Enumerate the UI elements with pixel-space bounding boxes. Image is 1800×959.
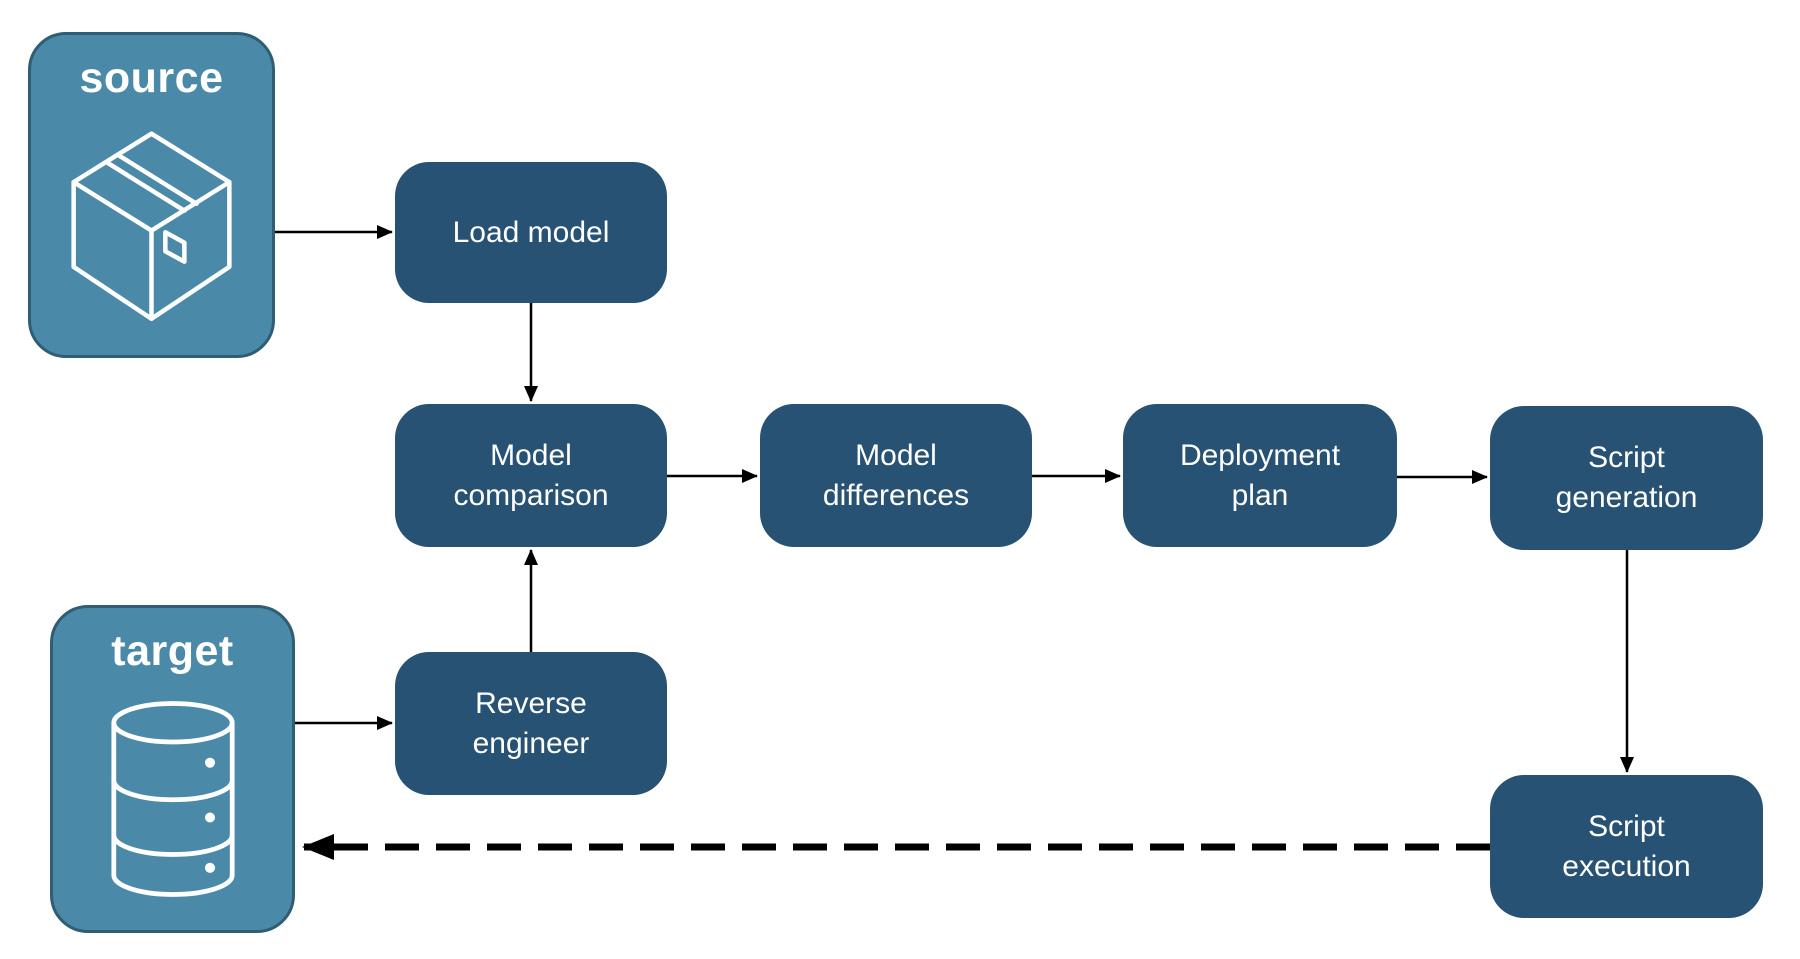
node-deployment-plan: Deployment plan — [1123, 404, 1397, 547]
node-model-differences: Model differences — [760, 404, 1032, 547]
node-load-model: Load model — [395, 162, 667, 303]
node-reverse-engineer: Reverse engineer — [395, 652, 667, 795]
node-model-comparison-label: Model comparison — [453, 438, 609, 512]
node-model-comparison: Model comparison — [395, 404, 667, 547]
node-reverse-engineer-label: Reverse engineer — [472, 686, 590, 760]
target-group-label: target — [111, 627, 234, 675]
source-group: source — [28, 32, 275, 358]
node-deployment-plan-label: Deployment plan — [1179, 438, 1341, 512]
node-model-differences-label: Model differences — [822, 438, 970, 512]
node-script-execution: Script execution — [1490, 775, 1763, 918]
node-script-execution-label: Script execution — [1562, 809, 1691, 883]
target-group: target — [50, 605, 295, 933]
node-load-model-label: Load model — [452, 215, 610, 249]
node-script-generation-label: Script generation — [1555, 441, 1698, 514]
node-script-generation: Script generation — [1490, 406, 1763, 550]
database-icon — [99, 675, 247, 922]
package-icon — [65, 102, 238, 347]
source-group-label: source — [79, 54, 224, 102]
